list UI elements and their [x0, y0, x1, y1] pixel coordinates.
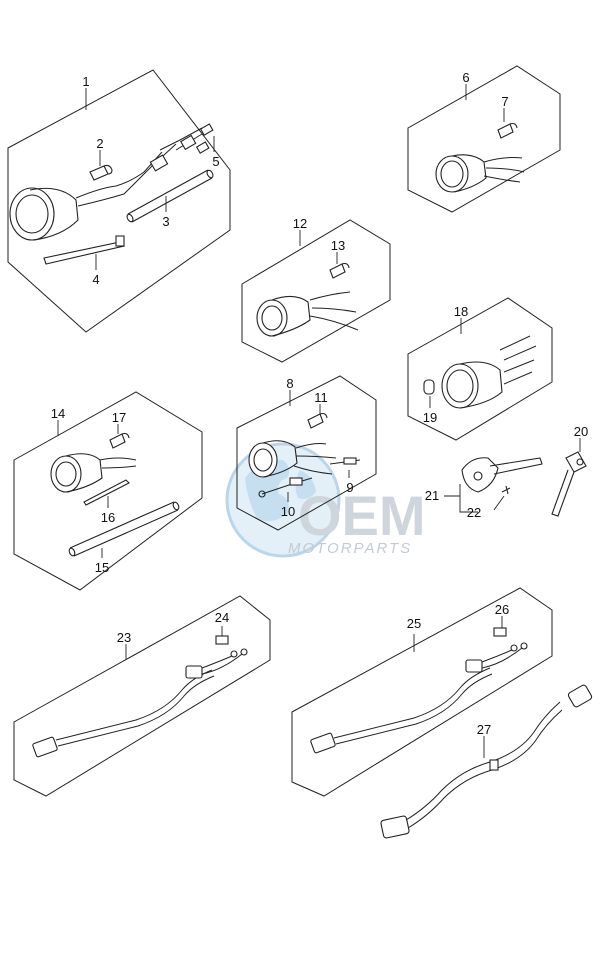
- callout-16: 16: [101, 510, 115, 525]
- callout-10: 10: [281, 504, 295, 519]
- bulb-part-2: [89, 164, 113, 181]
- bulb-part-19: [423, 379, 435, 395]
- gauge-part-14: [50, 453, 137, 493]
- watermark-brand: OEM: [298, 484, 426, 547]
- callout-17: 17: [112, 410, 126, 425]
- gauge-part-18: [441, 335, 537, 409]
- callout-9: 9: [346, 480, 353, 495]
- bulb-part-13: [329, 262, 350, 279]
- kit-box-12: 12 13: [241, 216, 391, 363]
- wire-part-9: [329, 457, 361, 465]
- callout-3: 3: [162, 214, 169, 229]
- callout-11: 11: [314, 390, 328, 405]
- kit-box-23: 23 24: [13, 595, 271, 797]
- callout-2: 2: [96, 136, 103, 151]
- callout-27: 27: [477, 722, 491, 737]
- kit-box-1: 1 2 3 4 5: [7, 69, 231, 333]
- callout-20: 20: [574, 424, 588, 439]
- callout-18: 18: [454, 304, 468, 319]
- callout-6: 6: [462, 70, 469, 85]
- callout-23: 23: [117, 630, 131, 645]
- connector-part-24: [215, 635, 229, 645]
- tube-part-15: [68, 501, 180, 557]
- cable-tie-part-4: [43, 235, 126, 265]
- kit-box-14: 14 17 16 15: [13, 391, 203, 591]
- callout-4: 4: [92, 272, 99, 287]
- gauge-part-1: [9, 127, 203, 241]
- gauge-part-12: [256, 291, 359, 337]
- callout-21: 21: [425, 488, 439, 503]
- gauge-part-8: [248, 440, 337, 478]
- callout-13: 13: [331, 238, 345, 253]
- tube-part-3: [126, 169, 214, 223]
- switch-part-21: [461, 457, 543, 493]
- kit-box-8: 8 11 9 10: [236, 375, 377, 531]
- harness-part-27: [380, 684, 593, 839]
- callout-8: 8: [286, 376, 293, 391]
- watermark-sub: MOTORPARTS: [288, 540, 412, 557]
- callout-15: 15: [95, 560, 109, 575]
- kit-box-25: 25 26: [291, 587, 553, 797]
- kit-box-6: 6 7: [407, 65, 561, 213]
- callout-14: 14: [51, 406, 65, 421]
- callout-26: 26: [495, 602, 509, 617]
- callout-12: 12: [293, 216, 307, 231]
- harness-part-25: [310, 642, 528, 754]
- connector-part-26: [493, 627, 507, 637]
- callout-7: 7: [501, 94, 508, 109]
- screw-part-22: [501, 485, 511, 495]
- gauge-part-6: [435, 154, 525, 193]
- callout-25: 25: [407, 616, 421, 631]
- callout-1: 1: [82, 74, 89, 89]
- switch-part-20: [551, 451, 587, 517]
- bulb-part-17: [109, 432, 130, 449]
- bulb-part-7: [497, 122, 518, 139]
- callout-24: 24: [215, 610, 229, 625]
- wire-part-10: [258, 477, 313, 498]
- callout-22: 22: [467, 505, 481, 520]
- callout-5: 5: [212, 154, 219, 169]
- cable-tie-part-16: [83, 479, 130, 506]
- bulb-part-11: [307, 412, 328, 429]
- callout-19: 19: [423, 410, 437, 425]
- kit-box-18: 18 19: [407, 297, 553, 441]
- connector-part-5: [195, 123, 214, 154]
- harness-part-23: [32, 648, 248, 758]
